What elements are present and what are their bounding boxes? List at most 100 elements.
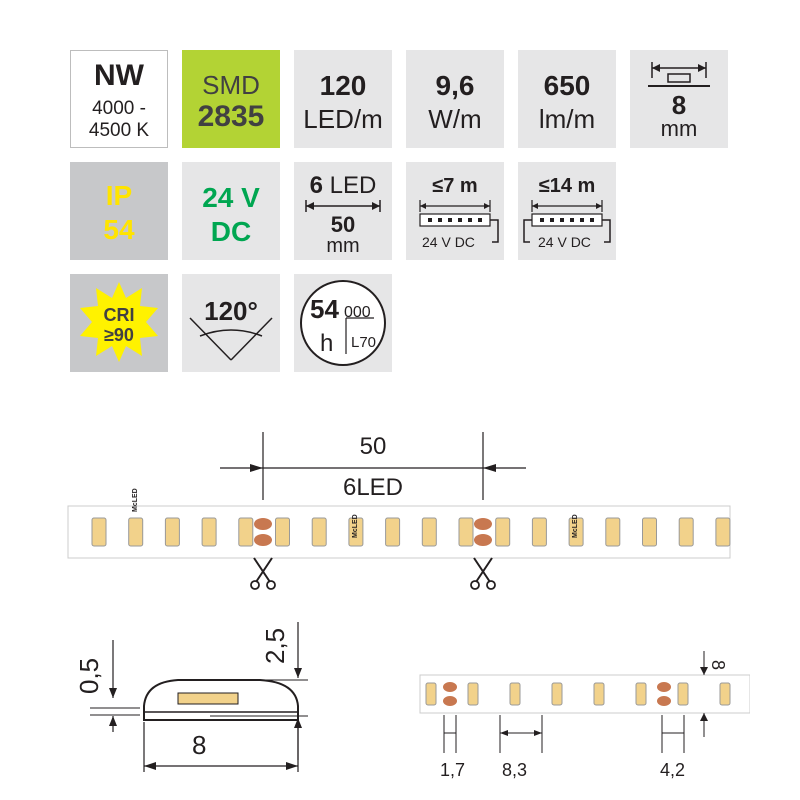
profile-cross-section bbox=[90, 622, 308, 772]
lifetime-tile: 54 000 h L70 bbox=[294, 274, 392, 372]
copper-pad bbox=[657, 696, 671, 706]
ip-rating-tile: IP 54 bbox=[70, 162, 168, 260]
run-one-length: ≤7 m bbox=[432, 175, 478, 197]
led-chip bbox=[201, 517, 217, 547]
lifetime-value: 54 bbox=[310, 294, 339, 324]
smd-tile: SMD 2835 bbox=[182, 50, 280, 148]
one-side-feed-icon bbox=[419, 200, 499, 243]
max-run-two-sides-tile: ≤14 m 24 V DC bbox=[518, 162, 616, 260]
strip-width-tile: 8 mm bbox=[630, 50, 728, 148]
segment-length-value: 50 bbox=[330, 212, 356, 237]
color-range-line2: 4500 K bbox=[88, 120, 150, 141]
voltage-line1: 24 V bbox=[202, 182, 260, 213]
width-value: 8 bbox=[671, 90, 687, 120]
led-strip-diagram bbox=[67, 432, 731, 590]
power-value: 9,6 bbox=[435, 70, 475, 101]
led-chip bbox=[715, 517, 731, 547]
cri-star-icon bbox=[80, 282, 158, 362]
segment-leds: 6 LED bbox=[294, 174, 392, 198]
led-chip bbox=[311, 517, 327, 547]
width-dimension-icon bbox=[648, 62, 710, 87]
led-chip bbox=[425, 682, 437, 706]
ip-line2: 54 bbox=[103, 214, 135, 245]
segment-leds-num: 6 bbox=[309, 172, 323, 199]
lifetime-circle-icon bbox=[300, 280, 386, 366]
led-chip bbox=[164, 517, 180, 547]
copper-pad bbox=[474, 534, 492, 546]
led-density-tile: 120 LED/m bbox=[294, 50, 392, 148]
led-chip bbox=[719, 682, 731, 706]
power-tile: 9,6 W/m bbox=[406, 50, 504, 148]
led-chip bbox=[642, 517, 657, 547]
copper-pad bbox=[443, 682, 457, 692]
led-chip bbox=[275, 517, 290, 547]
segment-length-label: 50 bbox=[359, 433, 387, 460]
cut-segment-tile: 6 LED 50 mm bbox=[294, 162, 392, 260]
segment-length-unit: mm bbox=[326, 235, 360, 257]
led-chip bbox=[509, 682, 521, 706]
led-width-label: 4,2 bbox=[660, 760, 686, 780]
run-one-supply: 24 V DC bbox=[422, 234, 475, 250]
voltage-line2: DC bbox=[210, 216, 252, 247]
run-two-supply: 24 V DC bbox=[538, 234, 591, 250]
brand-mark: McLED bbox=[572, 514, 579, 538]
led-chip bbox=[421, 517, 437, 547]
copper-pad bbox=[474, 518, 492, 530]
scissors-icon bbox=[470, 557, 496, 590]
profile-height-label: 2,5 bbox=[260, 627, 290, 664]
led-chip bbox=[568, 517, 584, 547]
cri-tile: CRI ≥90 bbox=[70, 274, 168, 372]
copper-pad bbox=[443, 696, 457, 706]
profile-width-label: 8 bbox=[192, 730, 207, 760]
led-chip bbox=[551, 682, 563, 706]
cri-line2: ≥90 bbox=[104, 325, 134, 345]
power-unit: W/m bbox=[428, 104, 482, 134]
run-two-length: ≤14 m bbox=[538, 175, 596, 197]
copper-pad bbox=[657, 682, 671, 692]
density-unit: LED/m bbox=[303, 104, 383, 134]
profile-thickness-label: 0,5 bbox=[74, 657, 104, 694]
led-chip bbox=[635, 682, 647, 706]
strip-width-label: 8 bbox=[708, 660, 728, 671]
segment-dimension-icon bbox=[305, 200, 381, 212]
color-range-line1: 4000 - bbox=[92, 98, 146, 119]
copper-pad bbox=[254, 534, 272, 546]
led-chip bbox=[678, 517, 694, 547]
luminous-flux-tile: 650 lm/m bbox=[518, 50, 616, 148]
smd-label: SMD bbox=[202, 70, 260, 100]
led-pitch-label: 8,3 bbox=[502, 760, 528, 780]
max-run-one-side-tile: ≤7 m 24 V DC bbox=[406, 162, 504, 260]
scissors-icon bbox=[250, 557, 276, 590]
density-value: 120 bbox=[319, 70, 367, 101]
color-code: NW bbox=[94, 59, 144, 92]
beam-angle-value: 120° bbox=[204, 296, 258, 326]
beam-angle-tile: 120° bbox=[182, 274, 280, 372]
lifetime-suffix: 000 bbox=[344, 304, 371, 321]
copper-pad bbox=[254, 518, 272, 530]
flux-unit: lm/m bbox=[538, 104, 596, 134]
led-chip bbox=[593, 682, 605, 706]
led-chip bbox=[91, 517, 107, 547]
color-temperature-tile: NW 4000 - 4500 K bbox=[70, 50, 168, 148]
flux-value: 650 bbox=[543, 70, 591, 101]
led-chip bbox=[128, 517, 144, 547]
pad-width-label: 1,7 bbox=[440, 760, 466, 780]
cri-line1: CRI bbox=[103, 305, 135, 325]
beam-angle-icon bbox=[189, 317, 273, 361]
two-sides-feed-icon bbox=[523, 200, 611, 243]
strip-detail-diagram bbox=[419, 651, 750, 753]
led-chip bbox=[605, 517, 621, 547]
led-chip bbox=[467, 682, 479, 706]
lifetime-unit: h bbox=[320, 330, 334, 357]
led-chip bbox=[458, 517, 474, 547]
led-chip bbox=[531, 517, 547, 547]
led-chip bbox=[238, 517, 254, 547]
segment-leds-label: 6LED bbox=[342, 474, 404, 501]
smd-value: 2835 bbox=[197, 100, 265, 133]
width-unit: mm bbox=[660, 116, 698, 141]
led-chip bbox=[495, 517, 511, 547]
segment-leds-unit: LED bbox=[329, 172, 377, 199]
led-chip bbox=[348, 517, 364, 547]
ip-line1: IP bbox=[105, 180, 133, 211]
voltage-tile: 24 V DC bbox=[182, 162, 280, 260]
